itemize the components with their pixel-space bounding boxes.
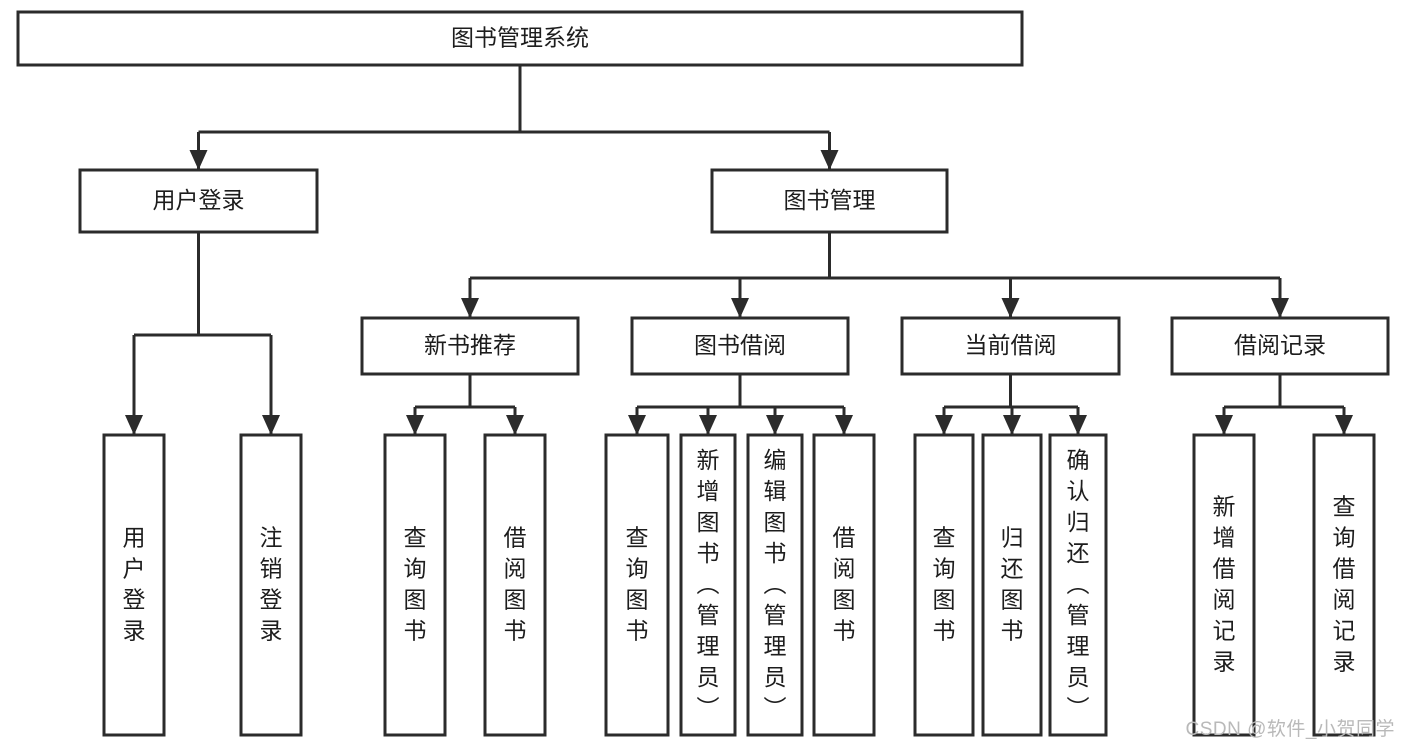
nodes-layer: 图书管理系统用户登录图书管理新书推荐图书借阅当前借阅借阅记录用户登录注销登录查询… (16, 10, 1390, 737)
node-box (900, 316, 1121, 376)
node-label: 查询图书 (404, 525, 427, 644)
node-label: 编辑图书︵管理员︶ (764, 447, 787, 721)
node-leaf-b-add[interactable]: 新增图书︵管理员︶ (679, 433, 737, 737)
node-box (383, 433, 447, 737)
node-box (746, 433, 804, 737)
node-box (1170, 316, 1390, 376)
node-box (102, 433, 166, 737)
node-leaf-new-borrow[interactable]: 借阅图书 (483, 433, 547, 737)
node-leaf-b-borrow[interactable]: 借阅图书 (812, 433, 876, 737)
node-l3-record[interactable]: 借阅记录 (1170, 316, 1390, 376)
node-leaf-r-query[interactable]: 查询借阅记录 (1312, 433, 1376, 737)
node-box (812, 433, 876, 737)
node-label: 新增借阅记录 (1213, 494, 1236, 675)
node-label: 借阅记录 (1234, 332, 1326, 358)
node-label: 借阅图书 (833, 525, 856, 644)
node-label: 借阅图书 (504, 525, 527, 644)
node-label: 查询借阅记录 (1333, 494, 1356, 675)
node-l3-new[interactable]: 新书推荐 (360, 316, 580, 376)
node-box (913, 433, 975, 737)
node-label: 确认归还︵管理员︶ (1067, 447, 1090, 721)
node-label: 新书推荐 (424, 332, 516, 358)
node-box (1312, 433, 1376, 737)
node-leaf-c-query[interactable]: 查询图书 (913, 433, 975, 737)
node-box (16, 10, 1024, 67)
node-label: 图书管理系统 (451, 25, 589, 51)
node-label: 当前借阅 (965, 332, 1057, 358)
node-box (360, 316, 580, 376)
node-box (1048, 433, 1108, 737)
node-l2-user[interactable]: 用户登录 (78, 168, 319, 234)
node-label: 图书管理 (784, 187, 876, 213)
node-box (483, 433, 547, 737)
node-leaf-user-login[interactable]: 用户登录 (102, 433, 166, 737)
node-label: 注销登录 (260, 525, 283, 644)
node-box (679, 433, 737, 737)
node-box (630, 316, 850, 376)
node-leaf-b-edit[interactable]: 编辑图书︵管理员︶ (746, 433, 804, 737)
node-leaf-new-query[interactable]: 查询图书 (383, 433, 447, 737)
node-label: 查询图书 (626, 525, 649, 644)
node-box (239, 433, 303, 737)
node-l2-book[interactable]: 图书管理 (710, 168, 949, 234)
connectors-layer (125, 65, 1353, 435)
node-l3-current[interactable]: 当前借阅 (900, 316, 1121, 376)
node-leaf-c-confirm[interactable]: 确认归还︵管理员︶ (1048, 433, 1108, 737)
node-box (604, 433, 670, 737)
node-box (78, 168, 319, 234)
node-label: 新增图书︵管理员︶ (697, 447, 720, 721)
node-label: 归还图书 (1001, 525, 1024, 644)
node-box (981, 433, 1043, 737)
node-label: 图书借阅 (694, 332, 786, 358)
node-leaf-b-query[interactable]: 查询图书 (604, 433, 670, 737)
node-leaf-c-return[interactable]: 归还图书 (981, 433, 1043, 737)
node-leaf-r-add[interactable]: 新增借阅记录 (1192, 433, 1256, 737)
node-label: 用户登录 (123, 525, 146, 644)
node-label: 用户登录 (153, 187, 245, 213)
node-box (1192, 433, 1256, 737)
node-root[interactable]: 图书管理系统 (16, 10, 1024, 67)
node-label: 查询图书 (933, 525, 956, 644)
node-l3-borrow[interactable]: 图书借阅 (630, 316, 850, 376)
node-leaf-user-logout[interactable]: 注销登录 (239, 433, 303, 737)
node-box (710, 168, 949, 234)
